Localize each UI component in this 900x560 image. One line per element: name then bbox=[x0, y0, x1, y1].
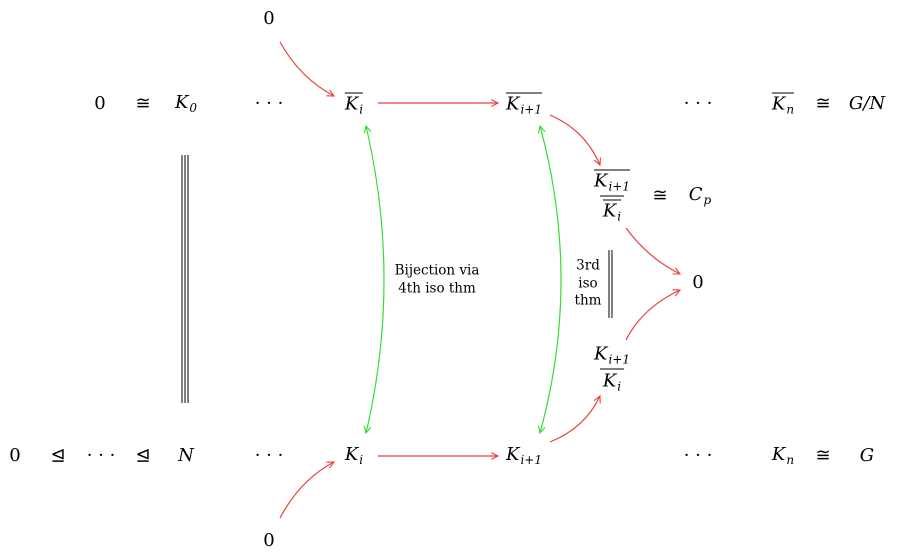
middle-iso-symbol: ≅ bbox=[652, 185, 668, 206]
third-iso-annotation: 3rd iso thm bbox=[575, 258, 602, 311]
arrow-zero-to-top-ki bbox=[279, 41, 334, 96]
bottom-dots-3: · · · bbox=[683, 445, 713, 466]
top-ki1-bar: Ki+1 bbox=[506, 92, 542, 117]
bottom-source-zero: 0 bbox=[263, 530, 275, 551]
bijection-annotation: Bijection via 4th iso thm bbox=[395, 262, 480, 297]
quotient-g-over-n: G/N bbox=[848, 93, 886, 114]
top-k0: K0 bbox=[174, 92, 198, 115]
arrow-zero-to-bottom-ki bbox=[279, 462, 334, 519]
bottom-ki1: Ki+1 bbox=[506, 444, 542, 467]
middle-zero: 0 bbox=[692, 272, 704, 293]
normal-subgroup-symbol-2: ⊴ bbox=[135, 445, 151, 466]
top-dots-2: · · · bbox=[683, 93, 713, 114]
bijection-line-2: 4th iso thm bbox=[398, 280, 476, 296]
bottom-iso-symbol: ≅ bbox=[815, 445, 831, 466]
third-iso-line-2: iso bbox=[578, 275, 598, 292]
arrow-bottom-quotient-to-zero bbox=[625, 290, 680, 341]
top-ki-bar: Ki bbox=[344, 92, 364, 117]
top-dots-1: · · · bbox=[254, 93, 284, 114]
normal-subgroup-symbol-1: ⊴ bbox=[50, 445, 66, 466]
bijection-arrow-ki1 bbox=[540, 126, 562, 433]
bottom-ki: Ki bbox=[344, 444, 364, 467]
arrow-bottom-ki1-to-quotient bbox=[549, 396, 600, 443]
bottom-dots-1: · · · bbox=[86, 445, 116, 466]
bottom-zero: 0 bbox=[9, 445, 21, 466]
arrow-top-ki1-to-quotient bbox=[549, 114, 600, 165]
bijection-arrow-ki bbox=[366, 126, 385, 433]
top-zero: 0 bbox=[94, 93, 106, 114]
third-iso-line-3: thm bbox=[574, 292, 602, 309]
cyclic-group-cp: Cp bbox=[688, 184, 712, 207]
subgroup-n: N bbox=[178, 445, 194, 466]
top-kn-bar: Kn bbox=[771, 92, 795, 117]
top-source-zero: 0 bbox=[263, 8, 275, 29]
bottom-dots-2: · · · bbox=[254, 445, 284, 466]
quotient-fraction: Ki+1 Ki bbox=[594, 343, 630, 394]
third-iso-line-1: 3rd bbox=[576, 257, 600, 274]
quotient-bar-fraction: Ki+1 Ki bbox=[594, 169, 630, 224]
top-iso-symbol: ≅ bbox=[135, 93, 151, 114]
arrow-quotient-to-zero bbox=[625, 227, 680, 274]
group-g: G bbox=[859, 445, 875, 466]
top-iso-symbol-2: ≅ bbox=[815, 93, 831, 114]
bottom-kn: Kn bbox=[771, 444, 795, 467]
bijection-line-1: Bijection via bbox=[394, 262, 480, 279]
